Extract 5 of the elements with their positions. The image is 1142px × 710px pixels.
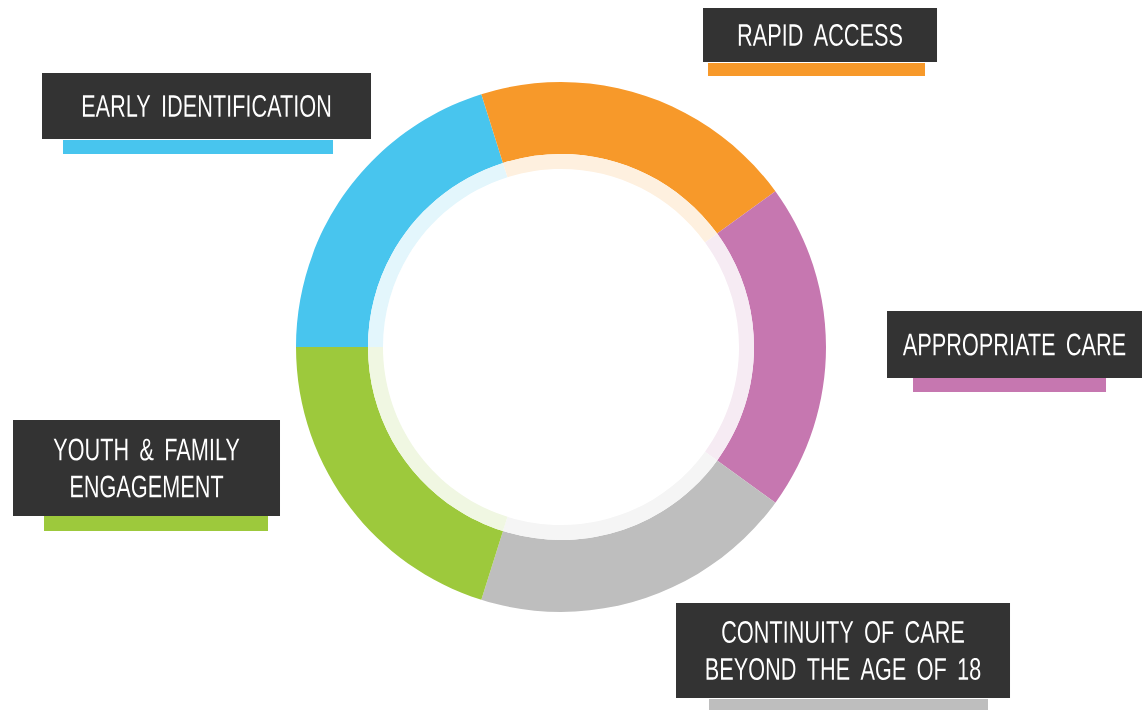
label-box: CONTINUITY OF CARE BEYOND THE AGE OF 18 — [676, 603, 1010, 698]
label-box: RAPID ACCESS — [703, 8, 937, 62]
label-box: EARLY IDENTIFICATION — [42, 73, 371, 139]
label-box: YOUTH & FAMILY ENGAGEMENT — [13, 420, 280, 516]
label-box: APPROPRIATE CARE — [887, 311, 1142, 378]
